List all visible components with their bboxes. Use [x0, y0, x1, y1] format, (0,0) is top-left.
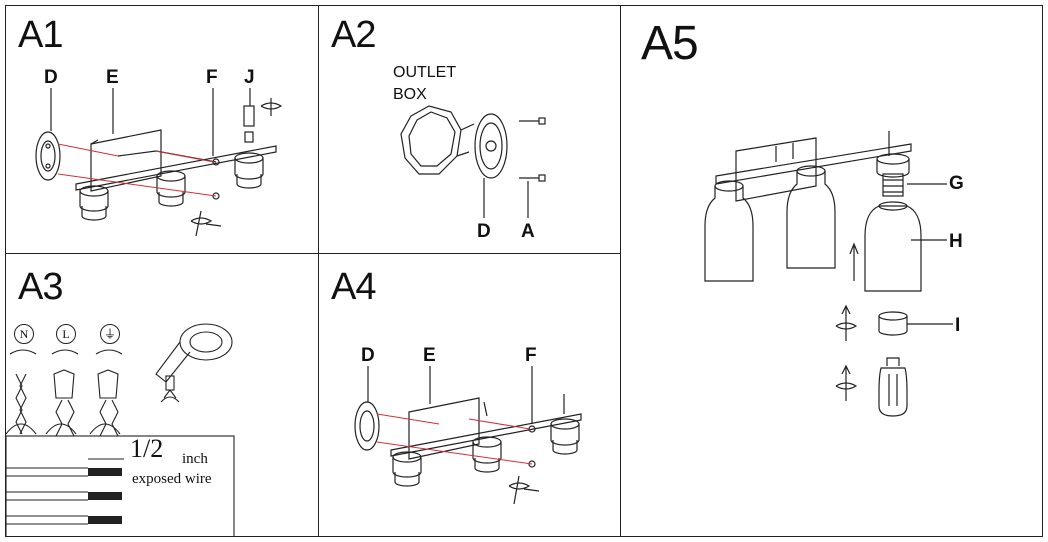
- outlet-box-label-line2: BOX: [393, 86, 427, 103]
- strip-caption: exposed wire: [132, 471, 212, 487]
- label-e: E: [423, 345, 436, 366]
- label-g: G: [949, 173, 964, 194]
- panel-title: A4: [331, 266, 376, 308]
- label-d: D: [477, 221, 491, 242]
- label-h: H: [949, 231, 963, 252]
- label-d: D: [44, 67, 58, 88]
- live-symbol: L: [56, 324, 76, 344]
- panel-a3: A3 N L ⏚: [5, 253, 319, 537]
- label-d: D: [361, 345, 375, 366]
- panel-title: A3: [18, 266, 63, 308]
- outlet-box-drawing: [400, 105, 546, 218]
- strip-length-fraction: 1/2: [130, 434, 164, 463]
- panel-title: A2: [331, 14, 376, 56]
- panel-title: A5: [641, 17, 699, 70]
- label-f: F: [206, 67, 218, 88]
- fixture-drawing: [35, 88, 283, 237]
- fixture-assembly-drawing: [704, 131, 953, 417]
- panel-a5: A5 G H I: [620, 5, 1043, 537]
- ground-symbol: ⏚: [100, 324, 120, 344]
- panel-title: A1: [18, 14, 63, 56]
- strip-length-unit: inch: [182, 451, 208, 467]
- panel-a2: A2 OUTLET BOX D A: [318, 5, 621, 254]
- fixture-drawing: [354, 366, 582, 505]
- wiring-drawing: [6, 323, 235, 536]
- label-i: I: [955, 315, 961, 336]
- label-j: J: [244, 67, 255, 88]
- label-f: F: [525, 345, 537, 366]
- panel-a4: A4 D E F: [318, 253, 621, 537]
- label-a: A: [521, 221, 535, 242]
- label-e: E: [106, 67, 119, 88]
- outlet-box-label-line1: OUTLET: [393, 64, 457, 81]
- panel-a1: A1 D E F J: [5, 5, 319, 254]
- neutral-symbol: N: [14, 324, 34, 344]
